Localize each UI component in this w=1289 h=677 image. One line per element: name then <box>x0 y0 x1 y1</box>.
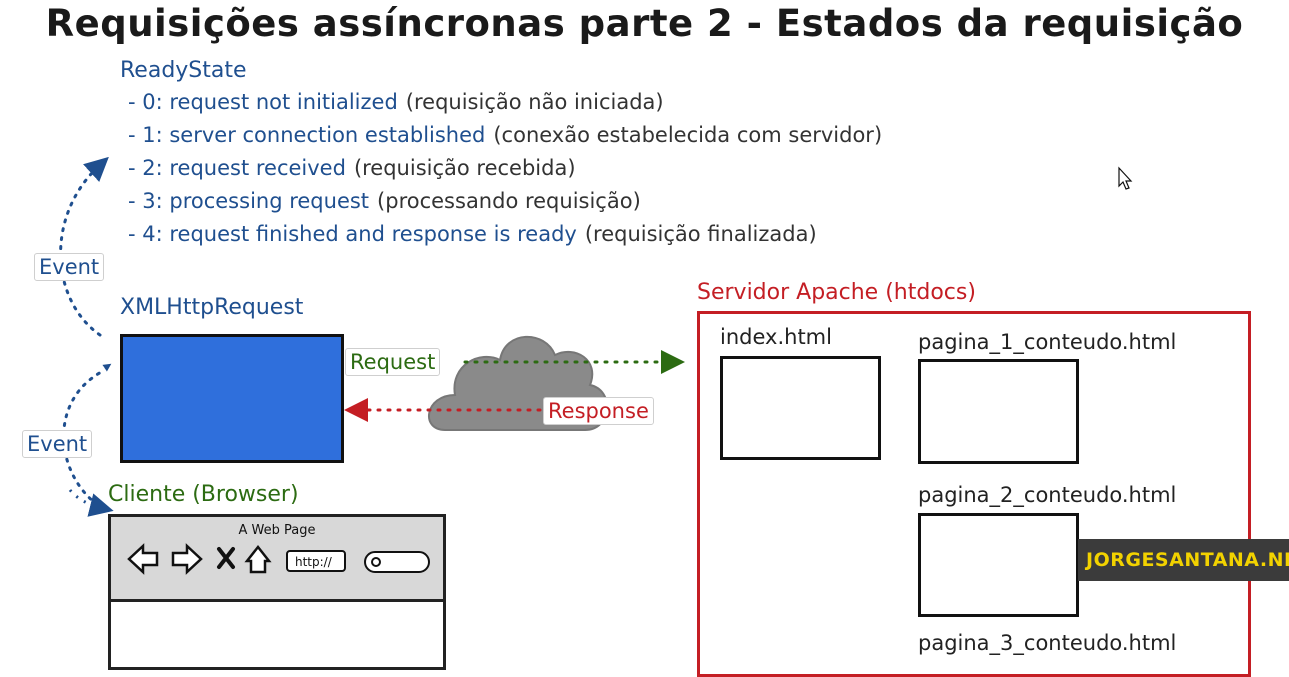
xhr-box <box>120 334 344 463</box>
event-arrowhead-bottom <box>102 363 112 372</box>
stop-icon <box>217 547 235 569</box>
request-label: Request <box>345 348 441 376</box>
state-2: - 2: request received (requisição recebid… <box>128 156 576 180</box>
state-3-pt: (processando requisição) <box>377 189 641 213</box>
state-0-en: - 0: request not initialized <box>128 90 398 114</box>
event-label-bottom: Event <box>22 430 93 458</box>
forward-icon <box>171 543 203 575</box>
browser-toolbar-icons: http:// <box>127 543 430 575</box>
back-icon <box>127 543 159 575</box>
home-icon <box>244 544 272 574</box>
readystate-label: ReadyState <box>120 58 247 83</box>
address-bar <box>286 550 346 572</box>
event-arc-top <box>59 156 109 337</box>
browser-window: A Web Page http:// <box>108 514 446 670</box>
state-0-pt: (requisição não iniciada) <box>405 90 664 114</box>
server-title: Servidor Apache (htdocs) <box>697 280 976 305</box>
watermark-badge: JORGESANTANA.NET <box>1078 539 1289 581</box>
cursor-icon <box>1118 166 1133 190</box>
url-text: http:// <box>295 555 333 569</box>
state-3-en: - 3: processing request <box>128 189 370 213</box>
event-label-top: Event <box>34 253 105 281</box>
file-box-index <box>720 356 881 460</box>
file-label-pagina-1: pagina_1_conteudo.html <box>918 330 1177 354</box>
search-field-icon <box>364 551 430 573</box>
browser-page-title: A Web Page <box>238 523 316 538</box>
client-title: Cliente (Browser) <box>108 482 299 507</box>
file-box-pagina-2 <box>918 513 1079 617</box>
state-0: - 0: request not initialized (requisição … <box>128 90 664 114</box>
state-2-en: - 2: request received <box>128 156 346 180</box>
file-label-index: index.html <box>720 325 832 349</box>
file-label-pagina-3: pagina_3_conteudo.html <box>918 631 1177 655</box>
state-1: - 1: server connection established (conex… <box>128 123 882 147</box>
state-4: - 4: request finished and response is re… <box>128 222 817 246</box>
slide-title: Requisições assíncronas parte 2 - Estado… <box>45 2 1244 45</box>
xhr-title: XMLHttpRequest <box>120 295 304 320</box>
file-box-pagina-1 <box>918 359 1079 464</box>
state-4-en: - 4: request finished and response is re… <box>128 222 577 246</box>
file-label-pagina-2: pagina_2_conteudo.html <box>918 483 1177 507</box>
browser-toolbar: A Web Page http:// <box>111 517 443 602</box>
event-arrow-client <box>68 489 114 517</box>
state-1-pt: (conexão estabelecida com servidor) <box>493 123 883 147</box>
state-1-en: - 1: server connection established <box>128 123 486 147</box>
state-4-pt: (requisição finalizada) <box>584 222 817 246</box>
state-2-pt: (requisição recebida) <box>353 156 576 180</box>
response-label: Response <box>543 397 654 425</box>
state-3: - 3: processing request (processando requ… <box>128 189 641 213</box>
